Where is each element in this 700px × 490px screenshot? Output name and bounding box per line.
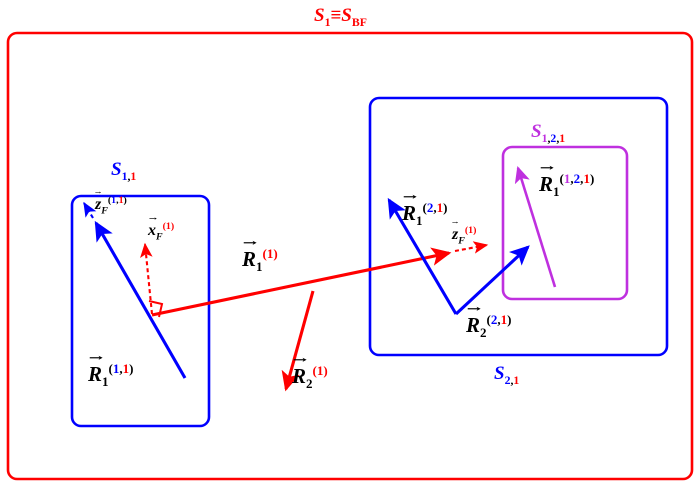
- vector-R2-21: [454, 245, 530, 316]
- R221-sup: (2,1): [486, 312, 512, 327]
- title-sbf-subscript: BF: [351, 15, 367, 29]
- box-s121: [501, 145, 629, 301]
- R121v-base: R: [402, 201, 417, 225]
- R121v-sup: (2,1): [422, 200, 448, 215]
- zF1-vec-wrap: z: [452, 221, 459, 244]
- R1121-vec-wrap: R: [539, 165, 554, 196]
- box-label-s11: S1,1: [111, 160, 136, 183]
- s21-sub-a: 2: [504, 373, 511, 387]
- vector-R2-1: [281, 290, 315, 392]
- outer-frame-box: [6, 31, 694, 481]
- title-s1-symbol: S: [314, 5, 325, 26]
- zF1-sub: F: [458, 235, 465, 247]
- R111-sup: (1,1): [108, 361, 134, 376]
- R11-vec-wrap: R: [242, 240, 257, 271]
- s121-s-symbol: S: [531, 121, 542, 142]
- vector-zF-1: [454, 241, 489, 254]
- figure-title: S1≡SBF: [314, 6, 367, 29]
- xF1-sup: (1): [162, 221, 175, 232]
- s121-comma-2: ,: [556, 131, 560, 145]
- box-s11: [70, 194, 211, 428]
- s21-s-symbol: S: [494, 363, 505, 384]
- vector-R1-121: [514, 166, 557, 288]
- R1121-base: R: [539, 172, 554, 196]
- vector-R1-11: [94, 220, 187, 379]
- title-s1-subscript: 1: [324, 15, 331, 29]
- title-s2-symbol: S: [341, 5, 352, 26]
- s11-comma: ,: [127, 169, 131, 183]
- zF11-vec-wrap: z: [95, 191, 102, 214]
- vector-zF-11: [83, 201, 97, 219]
- R1121-sub: 1: [553, 184, 560, 200]
- box-label-s121: S1,2,1: [531, 122, 565, 145]
- xF1-vec-wrap: x: [148, 217, 157, 240]
- R11-sup: (1): [262, 246, 278, 261]
- s121-sub-c: 1: [559, 131, 566, 145]
- s11-sub-a: 1: [121, 169, 128, 183]
- R21-vec-wrap: R: [292, 357, 307, 388]
- box-label-s21: S2,1: [494, 364, 519, 387]
- R221-sub: 2: [480, 325, 487, 341]
- R21-sub: 2: [306, 376, 313, 392]
- R111-vec-wrap: R: [88, 355, 103, 386]
- zF1-base: z: [452, 226, 459, 244]
- R221-base: R: [466, 313, 481, 337]
- R221-vec-wrap: R: [466, 306, 481, 337]
- box-s21: [368, 96, 669, 357]
- s121-comma-1: ,: [547, 131, 551, 145]
- s11-s-symbol: S: [111, 159, 122, 180]
- zF11-base: z: [95, 196, 102, 214]
- R11-base: R: [242, 247, 257, 271]
- R21-base: R: [292, 364, 307, 388]
- s21-comma: ,: [510, 373, 514, 387]
- s11-sub-b: 1: [130, 169, 137, 183]
- R11-sub: 1: [256, 259, 263, 275]
- vector-xF-1: [140, 242, 154, 315]
- zF11-sup: (1,1): [107, 195, 127, 206]
- xF1-sub: F: [156, 231, 163, 243]
- vector-R1-1: [151, 247, 452, 317]
- R111-sub: 1: [102, 374, 109, 390]
- R21-sup: (1): [312, 363, 328, 378]
- s21-sub-b: 1: [513, 373, 520, 387]
- vector-R1-21: [387, 197, 458, 315]
- zF11-sub: F: [101, 205, 108, 217]
- R1121-sup: (1,2,1): [559, 171, 595, 186]
- title-equiv-symbol: ≡: [330, 5, 342, 26]
- R121v-vec-wrap: R: [402, 194, 417, 225]
- s121-sub-b: 2: [550, 131, 557, 145]
- s121-sub-a: 1: [541, 131, 548, 145]
- zF1-sup: (1): [464, 225, 477, 236]
- R111-base: R: [88, 362, 103, 386]
- xF1-base: x: [148, 222, 156, 240]
- R121v-sub: 1: [416, 213, 423, 229]
